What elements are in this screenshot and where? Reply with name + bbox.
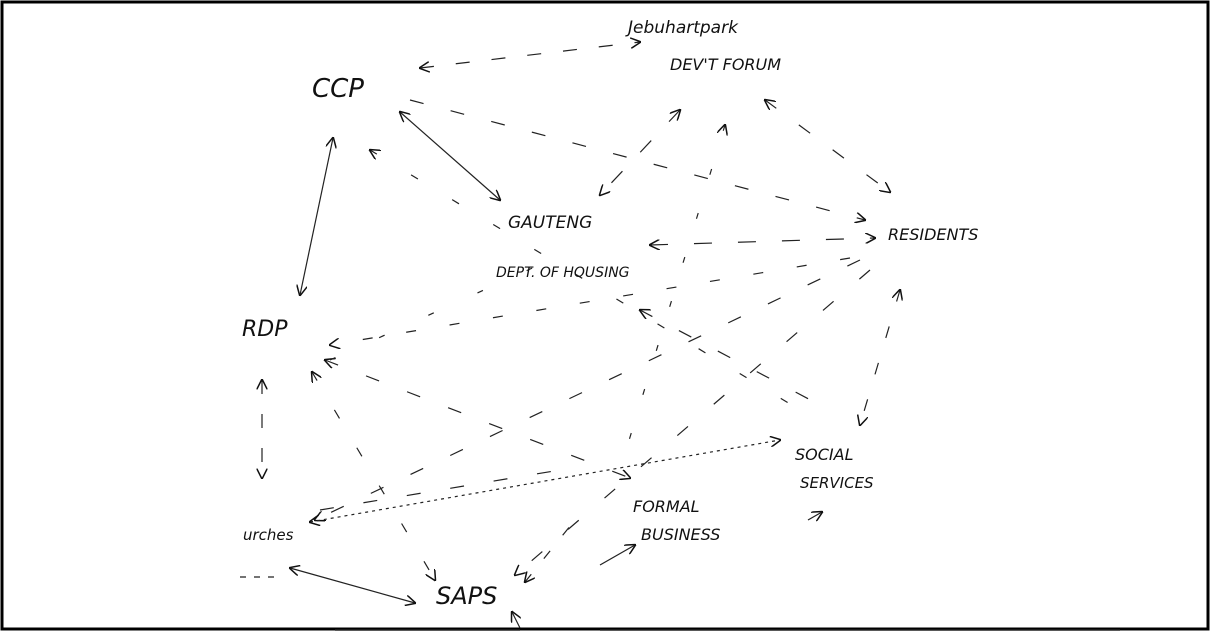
edge-ccp-residents	[409, 99, 865, 220]
node-formal-line1: FORMAL	[633, 497, 700, 516]
node-jdf-line2: DEV'T FORUM	[670, 55, 781, 74]
node-formal-line2: BUSINESS	[641, 525, 720, 544]
edge-saps-bottom	[512, 612, 520, 629]
node-social-line2: SERVICES	[800, 474, 874, 492]
edge-jdf-gauteng	[600, 110, 680, 195]
node-social-line1: SOCIAL	[795, 445, 854, 464]
node-gauteng-line1: GAUTENG	[508, 213, 592, 233]
edge-saps-formal-2	[525, 519, 576, 582]
node-rdp: RDP	[242, 317, 288, 342]
edge-residents-churches	[315, 259, 861, 520]
edge-ccp-rdp	[300, 138, 333, 295]
edge-churches-formal	[319, 469, 561, 511]
edge-residents-social	[860, 290, 900, 425]
edge-ccp-jdf	[420, 42, 640, 68]
edge-gauteng-residents	[650, 238, 875, 245]
node-ccp: CCP	[312, 74, 364, 104]
edge-churches-social	[310, 440, 780, 522]
node-churches: urches	[243, 526, 294, 544]
edge-churches-saps	[290, 568, 415, 603]
edge-ccp-gauteng	[400, 112, 500, 200]
edge-rdp-formal	[325, 360, 630, 478]
edge-jdf-residents	[765, 100, 890, 192]
connections	[240, 42, 900, 629]
node-residents: RESIDENTS	[888, 225, 978, 244]
node-saps: SAPS	[436, 582, 497, 610]
edge-rdp-saps	[312, 372, 435, 580]
edge-jdf-formal	[619, 125, 725, 471]
edge-social-extra	[807, 512, 822, 520]
edge-saps-formal	[599, 545, 635, 566]
edge-gauteng-social	[640, 310, 821, 406]
node-labels: CCP Jebuhartpark DEV'T FORUM RESIDENTS G…	[242, 18, 978, 610]
node-jdf-line1: Jebuhartpark	[625, 18, 739, 38]
node-gauteng-line2: DEPT. OF HOUSING	[496, 265, 630, 281]
